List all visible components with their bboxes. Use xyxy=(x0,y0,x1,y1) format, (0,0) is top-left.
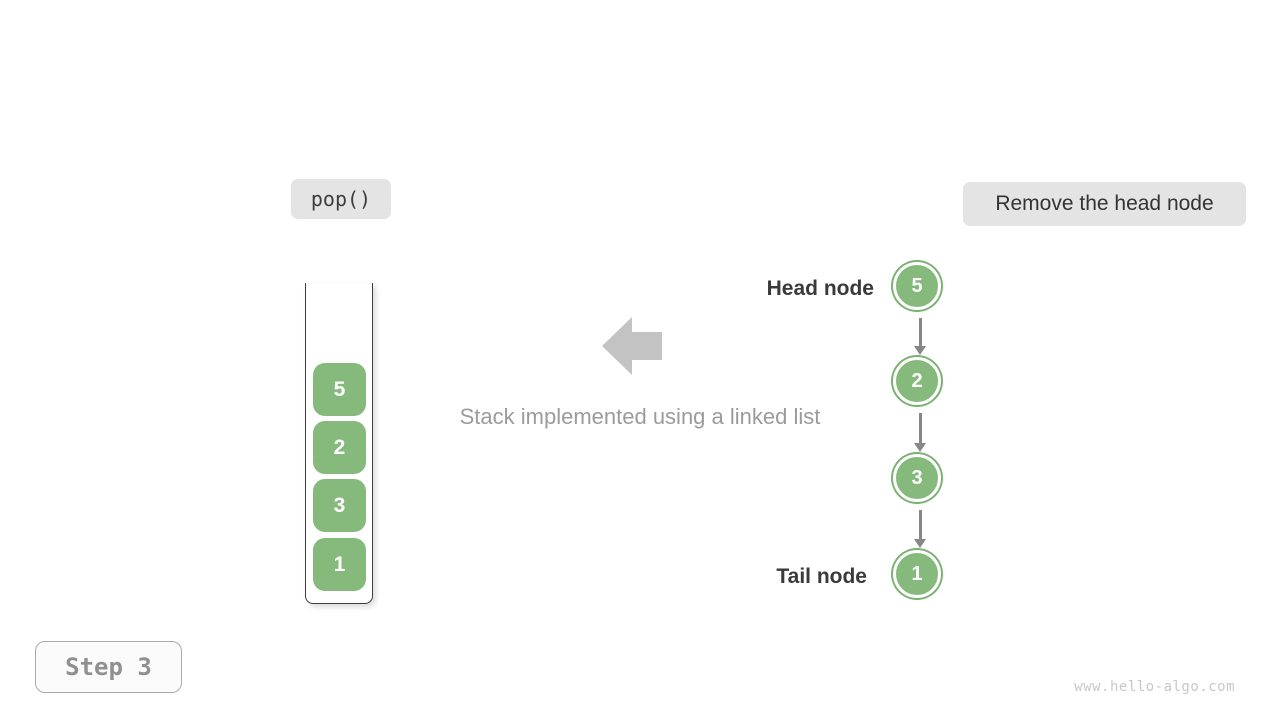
down-arrow-icon xyxy=(918,413,922,443)
stack-item: 5 xyxy=(313,363,366,416)
down-arrow-icon xyxy=(918,318,922,346)
stack-item: 2 xyxy=(313,421,366,474)
watermark: www.hello-algo.com xyxy=(1074,679,1235,695)
arrow-head xyxy=(602,317,632,375)
stack-item: 3 xyxy=(313,479,366,532)
step-badge: Step 3 xyxy=(35,641,182,693)
down-arrow-icon xyxy=(918,510,922,539)
tail-node-label: Tail node xyxy=(776,565,867,588)
stack-item: 1 xyxy=(313,538,366,591)
linked-list-node: 2 xyxy=(893,357,941,405)
diagram-caption: Stack implemented using a linked list xyxy=(459,404,821,429)
arrow-tail xyxy=(632,332,662,360)
pop-operation-label: pop() xyxy=(291,179,391,219)
linked-list-node: 1 xyxy=(893,550,941,598)
linked-list-node: 3 xyxy=(893,454,941,502)
head-node-label: Head node xyxy=(766,277,874,300)
operation-description-label: Remove the head node xyxy=(963,182,1246,226)
linked-list-node: 5 xyxy=(893,262,941,310)
left-block-arrow-icon xyxy=(602,317,662,375)
